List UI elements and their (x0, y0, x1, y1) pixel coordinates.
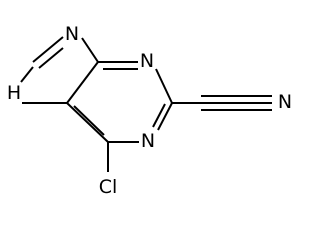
bond-c2-n1-double-1 (157, 102, 173, 131)
bond-lines (20, 36, 272, 172)
atom-nh-imidazole: H (7, 82, 21, 104)
bond-c6-c5-double-1 (66, 102, 109, 143)
bond-n7-c4 (81, 37, 99, 63)
bond-c8-n7-double-2 (38, 47, 64, 69)
bond-c8-n7-double-1 (32, 36, 64, 63)
bond-c4-c5 (66, 61, 99, 104)
atom-n-pyrimidine-right: N (140, 50, 154, 72)
atom-cl: Cl (99, 176, 118, 198)
atom-n-imidazole-top: N (65, 23, 79, 45)
atom-labels: N H N N N Cl (7, 23, 292, 198)
bond-c2-n1-double-2 (152, 103, 166, 128)
chemical-structure: N H N N N Cl (7, 23, 292, 198)
atom-n-nitrile: N (278, 91, 292, 113)
atom-n-pyrimidine-bottom: N (141, 130, 155, 152)
bond-c8-n9-single (20, 66, 34, 83)
bond-c6-c5-double-2 (73, 105, 105, 136)
bond-n3-c2 (155, 68, 173, 104)
